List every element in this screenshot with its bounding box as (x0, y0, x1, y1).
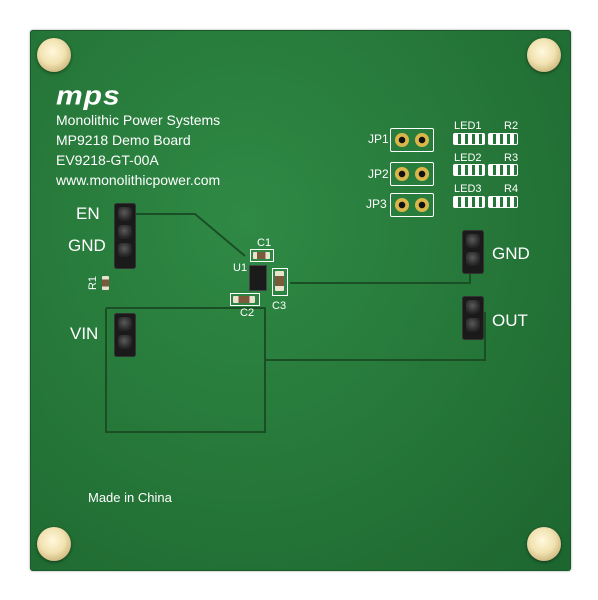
c2-outline (230, 293, 260, 306)
r3-label: R3 (504, 152, 519, 164)
gnd-right-label: GND (492, 244, 530, 263)
board-title: MP9218 Demo Board (56, 132, 191, 148)
mps-logo: mps (56, 82, 121, 111)
header-pin[interactable] (466, 300, 480, 314)
jp3-label: JP3 (366, 197, 387, 211)
led1-label: LED1 (454, 120, 482, 132)
made-in-label: Made in China (88, 490, 172, 505)
jumper-pad[interactable] (415, 198, 429, 212)
resistor-r1 (102, 276, 109, 290)
header-pin[interactable] (466, 318, 480, 332)
u1-label: U1 (233, 262, 248, 274)
trace-vin-region (105, 307, 266, 433)
jumper-pad[interactable] (395, 133, 409, 147)
r2-label: R2 (504, 120, 519, 132)
led2-label: LED2 (454, 152, 482, 164)
resistor-r3 (488, 164, 518, 176)
header-pin[interactable] (466, 234, 480, 248)
mount-hole-bottom-right (527, 527, 561, 561)
trace-out (265, 312, 486, 361)
mount-hole-top-left (37, 38, 71, 72)
resistor-r2 (488, 133, 518, 145)
r1-label: R1 (87, 275, 100, 291)
jumper-pad[interactable] (415, 133, 429, 147)
trace-en (130, 213, 246, 257)
header-pin[interactable] (118, 317, 132, 331)
jumper-pad[interactable] (395, 167, 409, 181)
jumper-jp2[interactable] (390, 162, 434, 186)
led-led1 (453, 133, 485, 145)
header-pin[interactable] (466, 252, 480, 266)
c3-label: C3 (272, 300, 287, 312)
capacitor-c3 (275, 271, 284, 291)
mount-hole-bottom-left (37, 527, 71, 561)
header-pin[interactable] (118, 243, 132, 257)
c2-label: C2 (240, 307, 255, 319)
header-out[interactable] (462, 296, 484, 340)
header-pin[interactable] (118, 335, 132, 349)
header-pin[interactable] (118, 225, 132, 239)
c3-outline (272, 268, 288, 296)
c1-outline (250, 249, 274, 262)
company-name: Monolithic Power Systems (56, 112, 221, 128)
vin-label: VIN (70, 324, 99, 343)
jumper-pad[interactable] (395, 198, 409, 212)
gnd-left-label: GND (68, 236, 106, 255)
jp1-label: JP1 (368, 132, 389, 146)
header-vin[interactable] (114, 313, 136, 357)
header-en-gnd[interactable] (114, 203, 136, 269)
jumper-pad[interactable] (415, 167, 429, 181)
led-led3 (453, 196, 485, 208)
resistor-r4 (488, 196, 518, 208)
ic-u1 (249, 265, 267, 291)
capacitor-c1 (253, 252, 270, 259)
en-label: EN (76, 204, 100, 223)
capacitor-c2 (233, 296, 255, 303)
led-led2 (453, 164, 485, 176)
jumper-jp1[interactable] (390, 128, 434, 152)
led3-label: LED3 (454, 183, 482, 195)
trace-gnd (290, 262, 471, 284)
out-label: OUT (492, 311, 528, 330)
r4-label: R4 (504, 183, 519, 195)
c1-label: C1 (257, 237, 272, 249)
mount-hole-top-right (527, 38, 561, 72)
header-pin[interactable] (118, 207, 132, 221)
jp2-label: JP2 (368, 167, 389, 181)
website-url: www.monolithicpower.com (56, 172, 221, 188)
jumper-jp3[interactable] (390, 193, 434, 217)
header-gnd-right[interactable] (462, 230, 484, 274)
part-number: EV9218-GT-00A (56, 152, 159, 168)
